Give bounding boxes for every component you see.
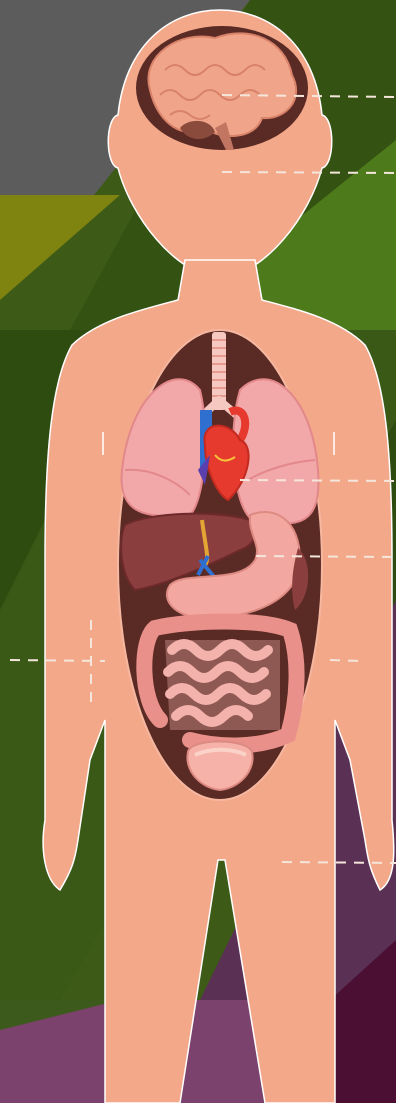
brain-cavity [136,26,308,150]
torso-cavity [118,330,322,800]
callout-line-heart [240,480,396,481]
small-intestine-fill [165,640,280,730]
